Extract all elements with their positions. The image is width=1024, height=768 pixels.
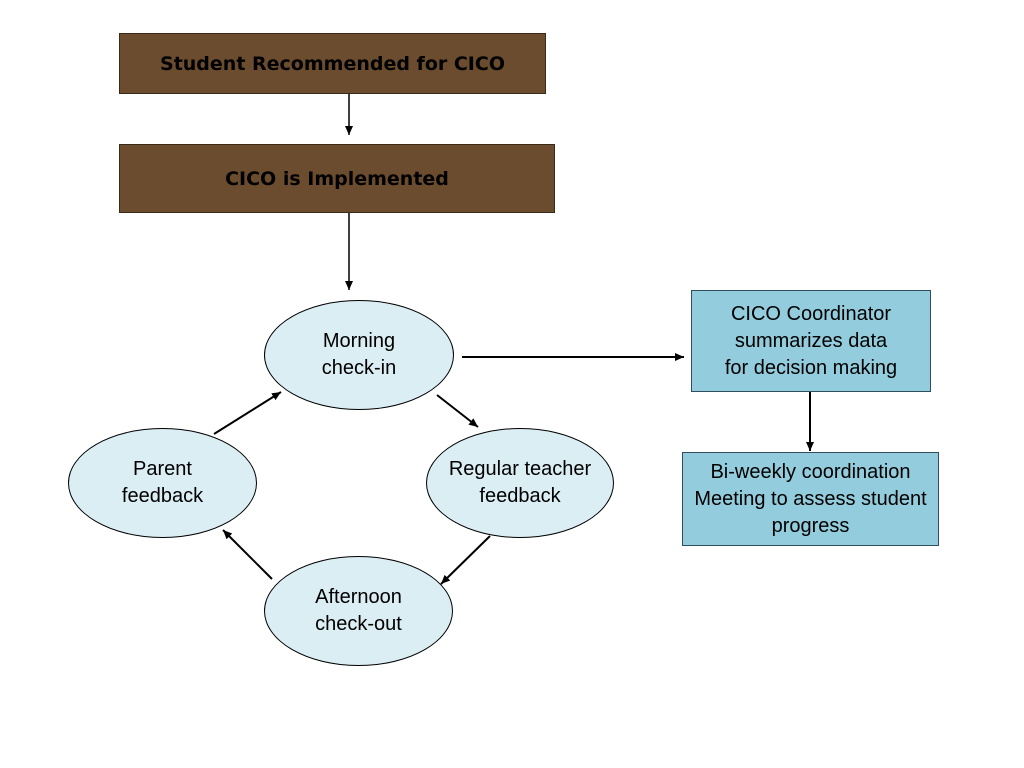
teacher-feedback-oval: Regular teacher feedback [426, 428, 614, 538]
morning-checkin-label: Morning check-in [321, 330, 397, 379]
afternoon-checkout-label: Afternoon check-out [315, 586, 402, 635]
arrow-afternoon-to-parent [222, 529, 273, 580]
arrow-parent-to-morning [213, 391, 282, 435]
parent-feedback-label: Parent feedback [121, 458, 204, 507]
student-recommended-box: Student Recommended for CICO [119, 33, 546, 94]
cico-implemented-box: CICO is Implemented [119, 144, 555, 213]
parent-feedback-oval: Parent feedback [68, 428, 257, 538]
cico-implemented-label: CICO is Implemented [225, 167, 449, 190]
coordinator-summary-box: CICO Coordinator summarizes data for dec… [691, 290, 931, 392]
biweekly-meeting-label: Bi-weekly coordination Meeting to assess… [694, 460, 927, 537]
teacher-feedback-label: Regular teacher feedback [448, 458, 592, 507]
student-recommended-label: Student Recommended for CICO [160, 52, 505, 75]
afternoon-checkout-oval: Afternoon check-out [264, 556, 453, 666]
arrow-teacher-to-afternoon [440, 535, 491, 585]
morning-checkin-oval: Morning check-in [264, 300, 454, 410]
biweekly-meeting-box: Bi-weekly coordination Meeting to assess… [682, 452, 939, 546]
arrow-morning-to-teacher [436, 394, 479, 428]
coordinator-summary-label: CICO Coordinator summarizes data for dec… [724, 302, 898, 379]
